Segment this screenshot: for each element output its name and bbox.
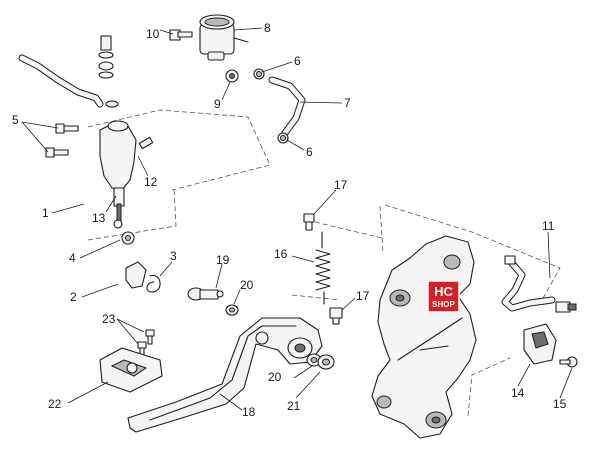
brake-line-upper-left	[18, 54, 104, 108]
reservoir-fitting	[225, 69, 239, 83]
callout-1: 1	[42, 206, 49, 220]
callout-16: 16	[274, 247, 288, 261]
callout-3: 3	[170, 249, 177, 263]
footpeg-screws	[137, 329, 155, 357]
callout-12: 12	[144, 175, 158, 189]
hc-shop-badge	[427, 280, 460, 313]
washer-left	[225, 304, 239, 316]
reservoir-bolt	[169, 29, 193, 41]
hc-shop-watermark: HC SHOP	[427, 280, 460, 313]
callout-4: 4	[69, 251, 76, 265]
spacer	[317, 354, 335, 370]
reservoir	[199, 14, 249, 61]
sensor-bracket	[523, 323, 557, 365]
hc-shop-line1: HC	[434, 284, 453, 299]
callout-14: 14	[511, 386, 525, 400]
callout-23: 23	[102, 312, 116, 326]
callout-numbers: 1 2 3 4 5 6 6 7 8 9 10 11 12 13 14 15 16…	[12, 21, 567, 419]
clevis	[125, 261, 147, 289]
banjo-bolt-stack	[98, 35, 119, 108]
callout-15: 15	[553, 397, 567, 411]
mounting-bolt-lower	[45, 147, 69, 158]
bleed-screw	[138, 136, 154, 150]
spring-screw-upper	[303, 213, 315, 231]
callout-20-upper: 20	[240, 278, 254, 292]
brake-pedal	[127, 317, 323, 433]
callout-20-lower: 20	[268, 370, 282, 384]
return-spring	[315, 231, 331, 305]
callout-18: 18	[242, 405, 256, 419]
callout-7: 7	[344, 96, 351, 110]
reservoir-hose	[268, 76, 306, 137]
callout-17-upper: 17	[334, 178, 348, 192]
callout-6-lower: 6	[306, 145, 313, 159]
callout-2: 2	[70, 290, 77, 304]
callout-17-lower: 17	[356, 289, 370, 303]
callout-10: 10	[146, 27, 160, 41]
callout-11: 11	[542, 219, 555, 233]
callout-6-upper: 6	[294, 54, 301, 68]
callout-9: 9	[214, 97, 221, 111]
sensor-screw	[559, 356, 578, 368]
abs-sensor-cable	[501, 258, 556, 312]
callout-22: 22	[48, 397, 62, 411]
hose-clamp-upper	[253, 68, 265, 80]
hc-shop-line2: SHOP	[432, 300, 455, 309]
callout-13: 13	[92, 211, 106, 225]
abs-sensor-head	[504, 255, 577, 313]
leader-lines	[21, 27, 573, 411]
spring-screw-lower	[329, 307, 343, 325]
master-cylinder	[99, 120, 137, 229]
mounting-bolt-upper	[55, 123, 79, 134]
hose-clamp-lower	[277, 132, 289, 144]
callout-21: 21	[287, 399, 301, 413]
callout-8: 8	[264, 21, 271, 35]
callout-19: 19	[216, 253, 230, 267]
pivot-pin	[187, 287, 224, 301]
frame-bracket	[371, 235, 477, 439]
callout-5: 5	[12, 113, 19, 127]
lock-nut	[121, 231, 135, 245]
footpeg-plate	[99, 347, 163, 393]
assembly-guide-lines	[87, 109, 561, 417]
retaining-clip	[146, 274, 161, 293]
